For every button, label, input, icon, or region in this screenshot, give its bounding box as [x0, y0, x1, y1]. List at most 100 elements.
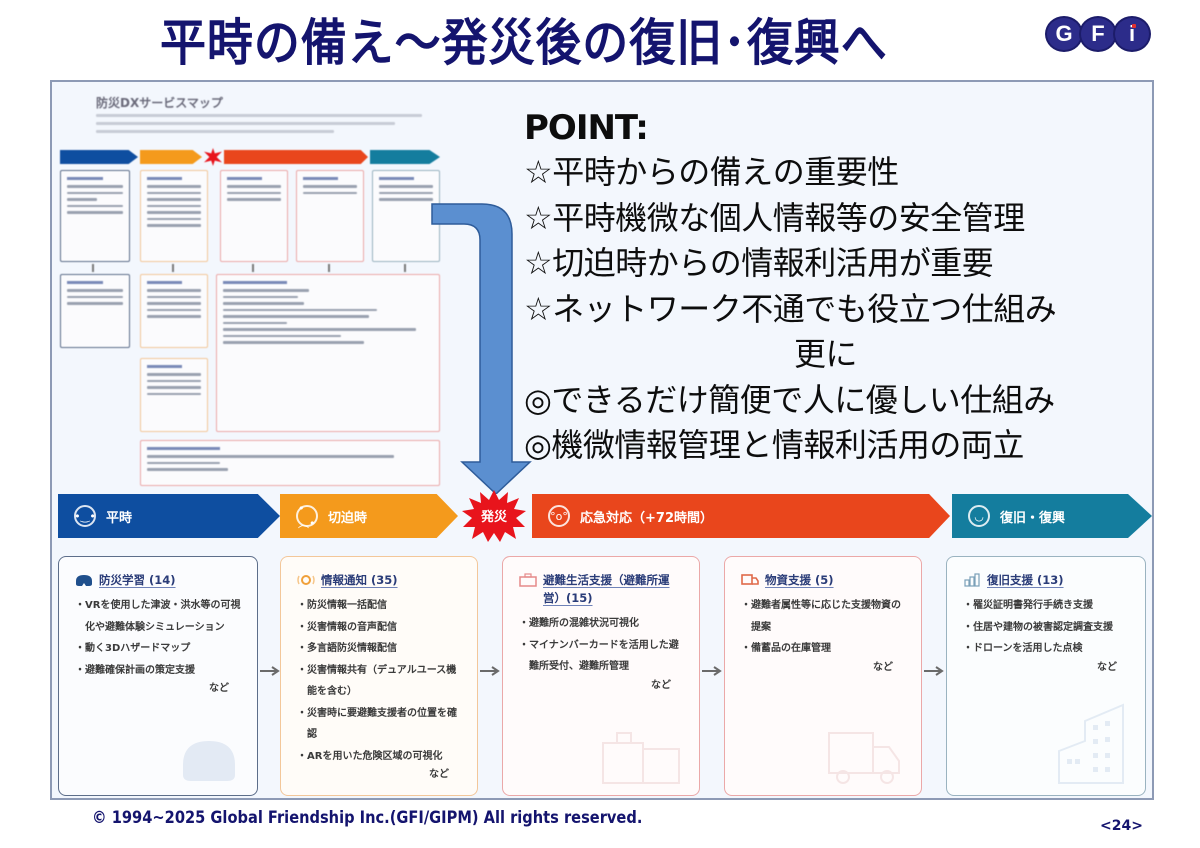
card-etc: など — [651, 679, 671, 691]
card-etc: など — [209, 683, 229, 694]
thumbnail-title: 防災DXサービスマップ — [96, 96, 223, 110]
thumb-box — [60, 274, 130, 348]
smile-face-icon: ◡ — [968, 505, 990, 527]
thumb-connector — [404, 264, 406, 272]
card-item: 多言語防災情報配信 — [297, 638, 463, 660]
service-map-thumbnail: 防災DXサービスマップ — [60, 88, 440, 488]
point-line: ☆ネットワーク不通でも役立つ仕組み — [524, 289, 1057, 328]
card-item: マイナンバーカードを活用した避難所受付、避難所管理 — [519, 635, 685, 678]
thumb-phase-fukkyu — [370, 150, 440, 164]
flow-arrow-icon — [260, 666, 280, 676]
point-line: ☆平時機微な個人情報等の安全管理 — [524, 198, 1025, 237]
card-item: ドローンを活用した点検 — [963, 638, 1131, 660]
truck-icon — [741, 574, 759, 585]
card-item: 避難所の混雑状況可視化 — [519, 613, 685, 635]
card-joho-tsuchi: 情報通知 (35) 防災情報一括配信 災害情報の音声配信 多言語防災情報配信 災… — [280, 556, 478, 796]
slide-title: 平時の備え～発災後の復旧･復興へ — [160, 14, 888, 72]
thumb-connector — [92, 264, 94, 272]
point-heading: POINT: — [524, 108, 649, 148]
phase-seppaku: •︵• 切迫時 — [280, 494, 458, 538]
card-item: 罹災証明書発行手続き支援 — [963, 595, 1131, 617]
card-item: 備蓄品の在庫管理 — [741, 638, 907, 660]
phase-label: 切迫時 — [328, 510, 368, 526]
card-item: 動く3Dハザードマップ — [75, 638, 243, 660]
phase-label: 復旧・復興 — [1000, 510, 1066, 526]
shocked-face-icon: °o° — [548, 505, 570, 527]
phase-fukkyu: ◡ 復旧・復興 — [952, 494, 1152, 538]
thumb-box — [216, 274, 440, 432]
thumb-box — [140, 358, 208, 432]
vr-headset-icon — [76, 575, 92, 586]
card-item: 避難確保計画の策定支援 — [75, 660, 243, 682]
flow-arrow-icon — [480, 666, 500, 676]
broadcast-icon — [297, 575, 315, 585]
card-item: 災害情報共有（デュアルユース機能を含む） — [297, 660, 463, 703]
card-fukkyu-shien: 復旧支援 (13) 罹災証明書発行手続き支援 住居や建物の被害認定調査支援 ドロ… — [946, 556, 1146, 796]
shelter-watermark-icon — [602, 732, 680, 784]
card-title[interactable]: 物資支援 (5) — [765, 573, 834, 587]
thumb-box — [296, 170, 364, 262]
burst-icon — [462, 490, 526, 542]
card-title[interactable]: 避難生活支援（避難所運営）(15) — [543, 573, 670, 605]
thumb-box — [140, 274, 208, 348]
card-title[interactable]: 復旧支援 (13) — [987, 573, 1064, 587]
point-line: ◎できるだけ簡便で人に優しい仕組み — [524, 380, 1055, 419]
card-etc: など — [429, 769, 449, 780]
thumb-phase-heiji — [60, 150, 138, 164]
card-item: 住居や建物の被害認定調査支援 — [963, 617, 1131, 639]
thumb-box — [60, 170, 130, 262]
logo-letter-f: F — [1079, 16, 1117, 52]
point-line: ☆平時からの備えの重要性 — [524, 153, 899, 191]
logo-letter-i: i — [1113, 16, 1151, 52]
thumb-box — [220, 170, 288, 262]
card-bousai-gakushu: 防災学習 (14) VRを使用した津波・洪水等の可視化や避難体験シミュレーション… — [58, 556, 258, 796]
thumb-phase-kyukyu — [224, 150, 368, 164]
card-etc: など — [1097, 661, 1117, 673]
flow-arrow-icon — [702, 666, 722, 676]
phase-bar: •‿• 平時 •︵• 切迫時 発災 °o° 応急対応（+72時間） ◡ 復旧・復… — [58, 490, 1152, 542]
flow-arrow-icon — [924, 666, 944, 676]
thumb-phase-seppaku — [140, 150, 202, 164]
vr-headset-watermark-icon — [183, 741, 235, 781]
phase-heiji: •‿• 平時 — [58, 494, 280, 538]
phase-label: 応急対応（+72時間） — [580, 510, 713, 526]
thumb-connector — [172, 264, 174, 272]
card-etc: など — [873, 661, 893, 673]
shelter-icon — [519, 573, 537, 587]
card-item: 災害時に要避難支援者の位置を確認 — [297, 703, 463, 746]
gfi-logo: G F i — [1045, 15, 1153, 53]
card-item: 防災情報一括配信 — [297, 595, 463, 617]
card-item: 避難者属性等に応じた支援物資の提案 — [741, 595, 907, 638]
logo-letter-g: G — [1045, 16, 1083, 52]
thumb-connector — [328, 264, 330, 272]
card-item: 災害情報の音声配信 — [297, 617, 463, 639]
point-summary: POINT: ☆平時からの備えの重要性 ☆平時機微な個人情報等の安全管理 ☆切迫… — [524, 106, 1144, 469]
worried-face-icon: •︵• — [296, 502, 318, 530]
thumb-box — [372, 170, 440, 262]
thumb-box — [140, 170, 208, 262]
curved-down-arrow-icon — [431, 203, 532, 494]
neutral-face-icon: •‿• — [74, 505, 96, 527]
card-item: ARを用いた危険区域の可視化 — [297, 746, 463, 768]
page-number: <24> — [1100, 818, 1143, 834]
thumb-box — [140, 440, 440, 486]
point-line: ◎機微情報管理と情報利活用の両立 — [524, 426, 1024, 464]
building-watermark-icon — [1058, 703, 1124, 784]
card-busshi-shien: 物資支援 (5) 避難者属性等に応じた支援物資の提案 備蓄品の在庫管理 など — [724, 556, 922, 796]
card-title[interactable]: 防災学習 (14) — [99, 573, 176, 587]
card-hinan-seikatsu: 避難生活支援（避難所運営）(15) 避難所の混雑状況可視化 マイナンバーカードを… — [502, 556, 700, 796]
card-item: VRを使用した津波・洪水等の可視化や避難体験シミュレーション — [75, 595, 243, 638]
phase-kyukyu: °o° 応急対応（+72時間） — [532, 494, 950, 538]
copyright-notice: © 1994~2025 Global Friendship Inc.(GFI/G… — [92, 808, 643, 828]
card-title[interactable]: 情報通知 (35) — [321, 573, 398, 587]
point-line-furthermore: 更に — [794, 335, 858, 373]
thumb-burst — [204, 148, 222, 166]
thumbnail-description — [96, 114, 436, 138]
phase-label: 平時 — [106, 510, 133, 526]
building-icon — [964, 573, 980, 587]
point-line: ☆切迫時からの情報利活用が重要 — [524, 244, 994, 282]
slide-image-frame: 防災DXサービスマップ POINT: ☆平時からの備えの重要性 ☆平時機微な個人… — [50, 80, 1154, 800]
phase-hassai-label: 発災 — [480, 510, 507, 525]
truck-watermark-icon — [828, 732, 900, 784]
thumb-connector — [252, 264, 254, 272]
